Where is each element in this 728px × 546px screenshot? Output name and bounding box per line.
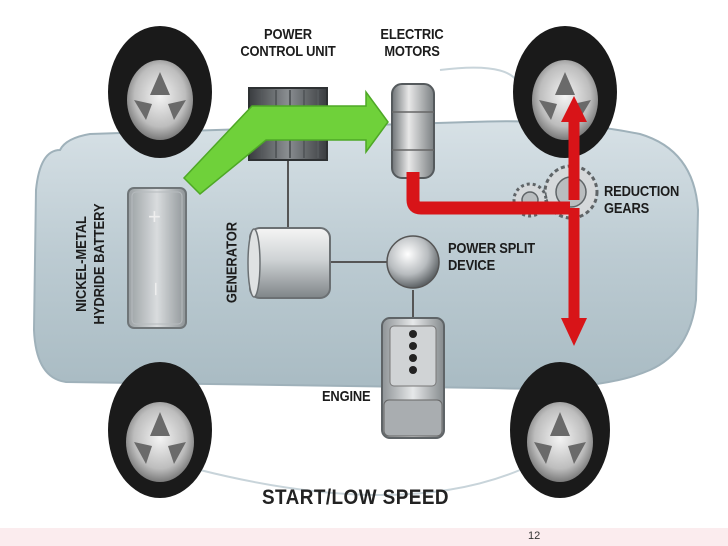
battery-minus-sign: – xyxy=(145,282,171,296)
label-line: MOTORS xyxy=(384,43,440,60)
wheel-front-left xyxy=(108,26,212,158)
page-number: 12 xyxy=(528,530,541,542)
label-reduction-gears: REDUCTION GEARS xyxy=(604,183,699,217)
wheel-rear-left xyxy=(108,362,212,498)
power-split-device xyxy=(386,235,440,289)
electric-flow-arrow xyxy=(182,89,389,196)
label-line: NICKEL-METAL xyxy=(73,216,90,312)
label-line: GEARS xyxy=(604,200,650,217)
hybrid-drivetrain-diagram: POWER CONTROL UNIT ELECTRIC MOTORS REDUC… xyxy=(32,26,700,509)
label-battery: NICKEL-METAL HYDRIDE BATTERY xyxy=(73,200,109,329)
label-line: ELECTRIC xyxy=(380,26,444,43)
wheel-rear-right xyxy=(510,362,610,498)
mechanical-flow-arrows xyxy=(406,96,587,346)
label-line: REDUCTION xyxy=(604,183,680,200)
generator xyxy=(247,227,331,299)
label-power-split-device: POWER SPLIT DEVICE xyxy=(448,240,543,274)
slide-footer xyxy=(0,528,728,546)
car-outline-bottom xyxy=(199,469,521,496)
engine xyxy=(381,317,445,439)
battery xyxy=(127,187,187,329)
electric-motors xyxy=(391,83,435,179)
label-electric-motors: ELECTRIC MOTORS xyxy=(369,26,455,60)
car-outline-top xyxy=(439,66,521,93)
diagram-canvas xyxy=(32,26,700,498)
label-power-control-unit: POWER CONTROL UNIT xyxy=(236,26,339,60)
label-line: POWER xyxy=(264,26,312,43)
label-line: CONTROL UNIT xyxy=(240,43,336,60)
label-generator: GENERATOR xyxy=(223,221,241,304)
label-line: POWER SPLIT xyxy=(448,240,535,257)
diagram-caption: START/LOW SPEED xyxy=(262,486,450,509)
label-engine: ENGINE xyxy=(322,388,371,405)
battery-plus-sign: + xyxy=(148,204,161,229)
label-line: DEVICE xyxy=(448,257,496,274)
label-line: HYDRIDE BATTERY xyxy=(91,203,108,325)
wheel-front-right xyxy=(513,26,617,158)
